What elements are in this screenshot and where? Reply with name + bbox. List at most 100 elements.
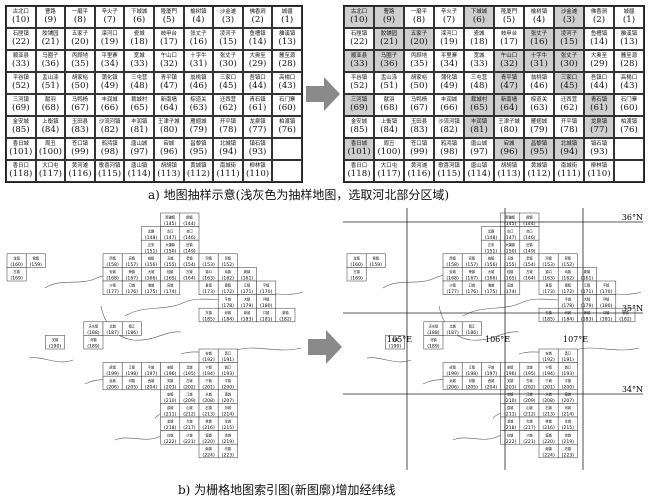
index-cell-number: (183) xyxy=(581,316,594,322)
index-cell-number: (203) xyxy=(164,384,177,390)
index-cell-name: 龙镇 xyxy=(353,256,360,261)
sheet-name: 胶铺园 xyxy=(380,30,398,37)
sheet-number: (35) xyxy=(71,58,89,69)
index-cell: 南镇(172) xyxy=(217,280,238,295)
sheet-cell: 青石镇(61) xyxy=(584,94,614,116)
index-cell-name: 安城 xyxy=(109,269,116,274)
index-cell-name: 龙城 xyxy=(167,419,174,424)
sheet-cell: 裁城村(65) xyxy=(124,94,154,116)
index-cell-name: 镇江 xyxy=(129,324,136,329)
sheet-number: (100) xyxy=(38,146,62,157)
index-cell-name: 坪镇 xyxy=(603,296,610,301)
sheet-name: 歌喜河镇 xyxy=(98,162,121,169)
sheet-number: (10) xyxy=(11,14,30,25)
sheet-number: (9) xyxy=(382,14,396,25)
sheet-number: (110) xyxy=(587,168,611,179)
index-cell-number: (147) xyxy=(504,235,517,241)
index-cell-name: 坊镇 xyxy=(565,446,572,451)
sheet-cell: 玉田县(83) xyxy=(404,116,434,138)
sheet-cell: 三屯营(48) xyxy=(464,72,494,94)
sheet-number: (28) xyxy=(620,58,638,69)
sample-grid-left: 古北口(10)曹路(9)一磨平(8)辛火子(7)下城城(6)隆厦門(5)榆树镇(… xyxy=(5,5,303,183)
sheet-name: 平里寨 xyxy=(440,52,458,59)
sheet-number: (31) xyxy=(530,58,548,69)
index-cell: 石镇(213) xyxy=(538,403,559,418)
sheet-cell: 沙流河镇(82) xyxy=(434,116,464,138)
index-cell-name: 河城 xyxy=(565,310,572,315)
index-cell-number: (219) xyxy=(222,439,235,445)
index-cell: 鹤镇(144) xyxy=(179,212,200,227)
sheet-number: (8) xyxy=(73,14,87,25)
index-cell-name: 宁镇 xyxy=(205,364,212,369)
sheet-name: 黄城镇 xyxy=(530,162,548,169)
index-cell: 河镇(189) xyxy=(83,335,104,350)
index-cell-number: (193) xyxy=(222,371,235,377)
sheet-name: 滦河口 xyxy=(440,30,458,37)
index-cell: 北城(195) xyxy=(519,362,540,377)
index-cell: 坊镇(223) xyxy=(557,443,578,458)
index-cell: 白城(222) xyxy=(160,430,181,445)
sheet-name: 大奥至 xyxy=(590,52,608,59)
index-cell-number: (161) xyxy=(581,276,594,282)
sheet-name: 马鸭杨 xyxy=(410,96,428,103)
index-cell-number: (185) xyxy=(202,316,215,322)
index-cell: 海城(175) xyxy=(481,280,501,295)
index-cell-name: 县城 xyxy=(167,405,174,410)
index-cell-name: 塘城 xyxy=(205,432,212,437)
index-cell-number: (210) xyxy=(504,398,517,404)
sheet-number: (5) xyxy=(162,14,175,25)
sheet-name: 大口屯 xyxy=(380,162,398,169)
index-cell: 古口(147) xyxy=(500,226,521,241)
sheet-number: (66) xyxy=(100,102,119,113)
sheet-number: (96) xyxy=(159,146,178,157)
index-cell-number: (208) xyxy=(542,398,555,404)
index-cell-name: 坪镇 xyxy=(263,296,270,301)
sheet-name: 昌黎镇 xyxy=(530,140,548,147)
index-cell-number: (180) xyxy=(600,303,613,309)
sheet-number: (15) xyxy=(219,36,237,47)
sheet-name: 裁城村 xyxy=(470,96,488,103)
index-cell: 山城(212) xyxy=(519,403,540,418)
index-cell-number: (218) xyxy=(504,425,517,431)
index-cell-name: 新镇 xyxy=(622,310,629,315)
sheet-cell: 石门寨(60) xyxy=(614,94,644,116)
index-cell-name: 新镇 xyxy=(584,269,591,274)
index-cell: 管镇(159) xyxy=(365,253,386,268)
index-cell-number: (202) xyxy=(183,384,196,390)
sheet-number: (64) xyxy=(500,102,518,113)
index-cell-name: 南镇 xyxy=(205,446,212,451)
sheet-number: (118) xyxy=(9,168,33,179)
index-cell-name: 口镇 xyxy=(603,310,610,315)
index-cell-name: 林城 xyxy=(545,419,552,424)
index-cell-name: 城口 xyxy=(565,364,571,369)
index-cell-number: (150) xyxy=(164,248,177,254)
index-cell-name: 凉城 xyxy=(225,432,232,437)
sheet-number: (97) xyxy=(130,146,149,157)
sheet-cell: 下城城(6) xyxy=(464,6,494,28)
sheet-name: 三家口 xyxy=(219,74,237,81)
sheet-cell: 上衡镇(84) xyxy=(35,116,66,138)
sheet-number: (79) xyxy=(189,124,208,135)
index-cell: 安镇(196) xyxy=(500,362,521,377)
index-cell: 大镇(179) xyxy=(237,294,257,309)
index-cell: 关镇(190) xyxy=(385,335,405,350)
index-cell-number: (165) xyxy=(504,276,517,282)
sheet-cell: 胡家峪(50) xyxy=(65,72,95,94)
index-cell-name: 孝镇 xyxy=(526,256,533,261)
index-cell: 沙城(221) xyxy=(519,430,540,445)
sheet-cell: 裁城村(65) xyxy=(464,94,494,116)
sheet-name: 麓至源 xyxy=(620,52,638,59)
sheet-number: (115) xyxy=(98,168,122,179)
index-cell-name: 安镇 xyxy=(167,364,174,369)
sheet-name: 丰润城 xyxy=(101,96,118,103)
index-cell-number: (211) xyxy=(504,412,517,418)
index-cell: 关镇(203) xyxy=(500,375,521,390)
index-cell-number: (156) xyxy=(145,262,158,268)
index-cell: 白城(222) xyxy=(500,430,521,445)
index-cell-number: (148) xyxy=(145,235,158,241)
index-cell: 成镇(199) xyxy=(442,362,463,377)
index-cell-name: 大城 xyxy=(148,269,155,274)
index-cell: 龙城(218) xyxy=(160,416,181,431)
sheet-number: (82) xyxy=(440,124,458,135)
sheet-number: (113) xyxy=(497,168,521,179)
